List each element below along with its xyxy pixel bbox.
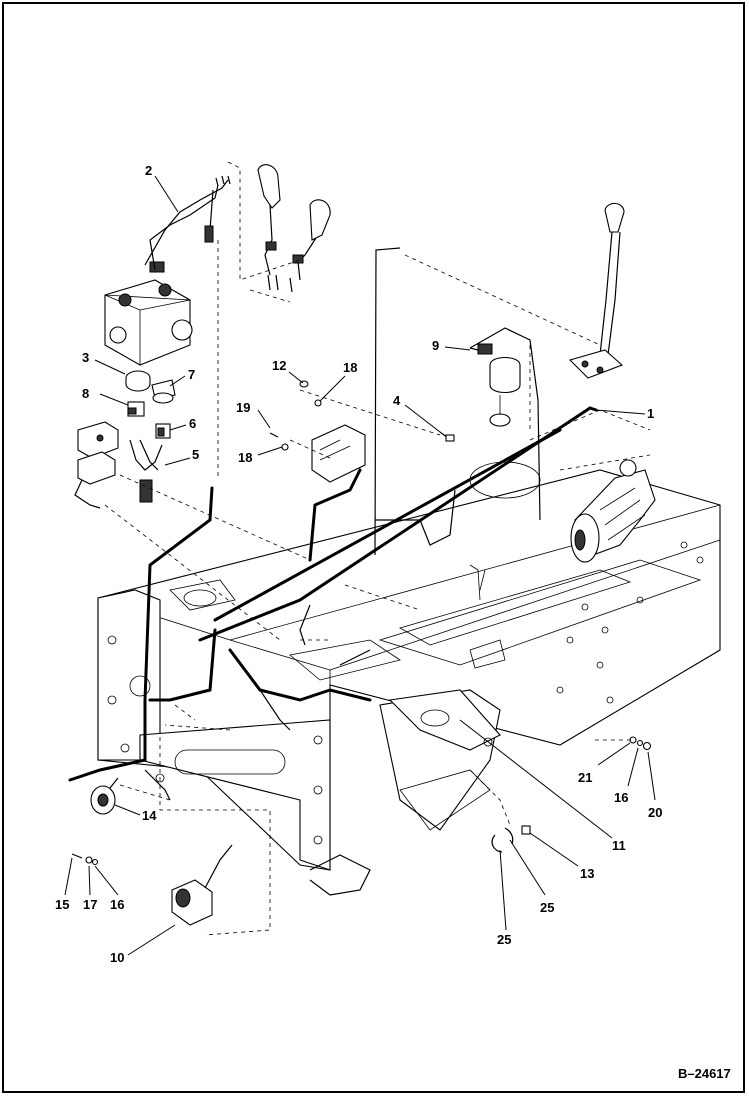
callout-7: 7 [188, 367, 195, 382]
callout-11: 11 [612, 838, 626, 853]
switches [125, 370, 176, 503]
callout-14: 14 [142, 808, 157, 823]
callout-18-lower: 18 [238, 450, 252, 465]
callout-25-upper: 25 [540, 900, 554, 915]
figure-id: B–24617 [678, 1066, 731, 1081]
valve-block [104, 175, 231, 366]
fuse-panel [269, 380, 366, 483]
main-harness [68, 247, 598, 782]
callout-16-right: 16 [614, 790, 628, 805]
callout-3: 3 [82, 350, 89, 365]
callout-9: 9 [432, 338, 439, 353]
callout-12: 12 [272, 358, 286, 373]
callout-19: 19 [236, 400, 250, 415]
callout-1: 1 [647, 406, 654, 421]
callout-6: 6 [189, 416, 196, 431]
hydraulic-motor [570, 459, 656, 563]
alarm-10 [171, 844, 233, 926]
callout-25-lower: 25 [497, 932, 511, 947]
callout-15: 15 [55, 897, 69, 912]
callout-labels: 1 2 3 4 5 6 7 8 9 10 11 12 13 14 15 16 1… [55, 163, 662, 965]
horn-14 [90, 777, 119, 815]
callout-17: 17 [83, 897, 97, 912]
joystick-handles [257, 164, 331, 293]
callout-5: 5 [192, 447, 199, 462]
callout-16-left: 16 [110, 897, 124, 912]
relay-blocks [74, 421, 119, 509]
callout-21: 21 [578, 770, 592, 785]
callout-13: 13 [580, 866, 594, 881]
callout-10: 10 [110, 950, 124, 965]
callout-2: 2 [145, 163, 152, 178]
plug-4 [439, 431, 455, 442]
callout-20: 20 [648, 805, 662, 820]
sensor-9 [469, 343, 521, 427]
control-lever [568, 202, 625, 379]
callout-8: 8 [82, 386, 89, 401]
hardware-right [629, 736, 652, 751]
callout-18-upper: 18 [343, 360, 357, 375]
leader-lines [64, 175, 656, 956]
clip-13-25 [491, 825, 531, 853]
bolt-15 [71, 853, 99, 866]
callout-4: 4 [393, 393, 401, 408]
